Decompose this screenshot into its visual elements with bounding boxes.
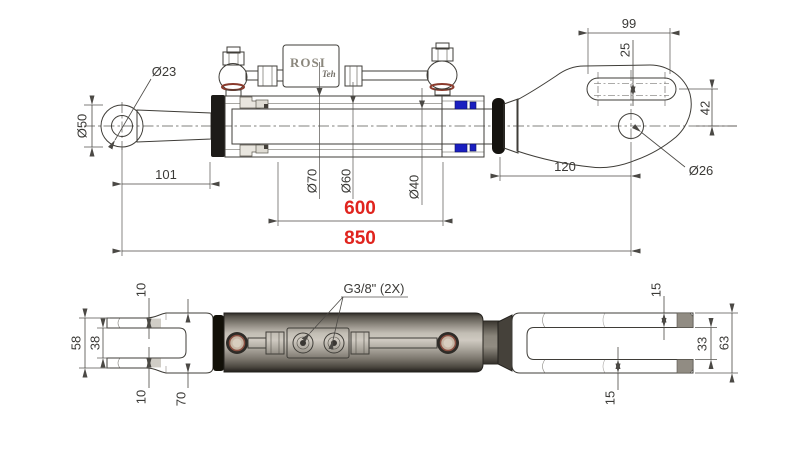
piston-seals xyxy=(239,96,269,157)
bellows-band xyxy=(213,315,224,371)
dim-end-hole-dia: Ø26 xyxy=(689,163,714,178)
dim-overall-length: 850 xyxy=(344,228,376,249)
dim-fork-prong-bottom: 10 xyxy=(134,390,149,404)
dim-bore-dia: Ø60 xyxy=(339,169,354,194)
dim-closed-length: 600 xyxy=(344,198,376,219)
seal-blue-top xyxy=(454,100,468,110)
seal-blue-bottom xyxy=(454,143,468,153)
brand-logo: ROSI xyxy=(290,55,326,70)
pipe-right xyxy=(361,70,429,81)
dim-eye-to-gland: 101 xyxy=(155,167,177,182)
wiper-ring xyxy=(492,98,505,154)
dim-fork-prong-top: 10 xyxy=(134,283,149,297)
dim-plate-thickness-bottom: 15 xyxy=(603,391,618,405)
dim-boss-od: 70 xyxy=(174,392,189,406)
port-hole-2 xyxy=(331,340,337,346)
compression-nut-right xyxy=(344,65,363,87)
top-dimensions: Ø50 Ø23 101 Ø70 Ø60 Ø40 600 850 1 xyxy=(75,16,737,256)
nut-left-plan xyxy=(265,331,285,355)
bottom-dimensions: 58 38 10 10 70 G3/8" (2X) xyxy=(69,281,738,406)
seal-blue-bottom-2 xyxy=(469,143,477,152)
seal-blue-top-2 xyxy=(469,101,477,110)
end-plate xyxy=(503,64,692,169)
gland-ring xyxy=(211,95,225,157)
dim-slot-to-axis: 42 xyxy=(698,101,713,115)
rod-stub xyxy=(482,320,501,365)
eye-pin-hole xyxy=(111,115,133,137)
dim-eye-outer-dia: Ø50 xyxy=(75,114,90,139)
dim-fork-outer: 58 xyxy=(69,336,84,350)
top-view: ROSI Teh xyxy=(75,16,737,256)
pipe-stub xyxy=(276,69,284,82)
dim-slot-width: 25 xyxy=(618,43,633,57)
left-port-boss xyxy=(226,332,248,354)
dim-slot-length: 99 xyxy=(622,16,636,31)
dim-fork-gap: 38 xyxy=(88,336,103,350)
right-fork xyxy=(511,312,694,374)
dim-eye-hole-dia: Ø23 xyxy=(152,64,177,79)
right-port-boss xyxy=(437,332,459,354)
port-plumbing-plan xyxy=(226,327,459,359)
bottom-view: 58 38 10 10 70 G3/8" (2X) xyxy=(69,281,738,406)
left-fork xyxy=(106,312,214,374)
piston-rod-section xyxy=(231,108,498,145)
dim-plate-thickness-top: 15 xyxy=(649,283,664,297)
dim-plate-gap: 33 xyxy=(695,337,710,351)
compression-nut-left xyxy=(257,65,278,87)
dim-rod-dia: Ø40 xyxy=(407,175,422,200)
dim-barrel-od: Ø70 xyxy=(305,169,320,194)
dim-plate-outer: 63 xyxy=(717,336,732,350)
plumbing: ROSI Teh xyxy=(218,42,458,97)
head-gland-section xyxy=(441,95,485,158)
pipe-left xyxy=(245,70,259,81)
dim-rod-end-offset: 120 xyxy=(554,159,576,174)
top-centerlines xyxy=(84,102,737,150)
dim-ports-label: G3/8" (2X) xyxy=(344,281,405,296)
brand-logo-sub: Teh xyxy=(322,69,336,79)
plate-slot xyxy=(586,77,677,101)
port-hole-1 xyxy=(300,340,306,346)
valve-block: ROSI Teh xyxy=(282,44,340,88)
fork-collar xyxy=(497,314,513,372)
right-elbow-fitting xyxy=(426,42,458,96)
left-elbow-fitting xyxy=(218,46,248,97)
